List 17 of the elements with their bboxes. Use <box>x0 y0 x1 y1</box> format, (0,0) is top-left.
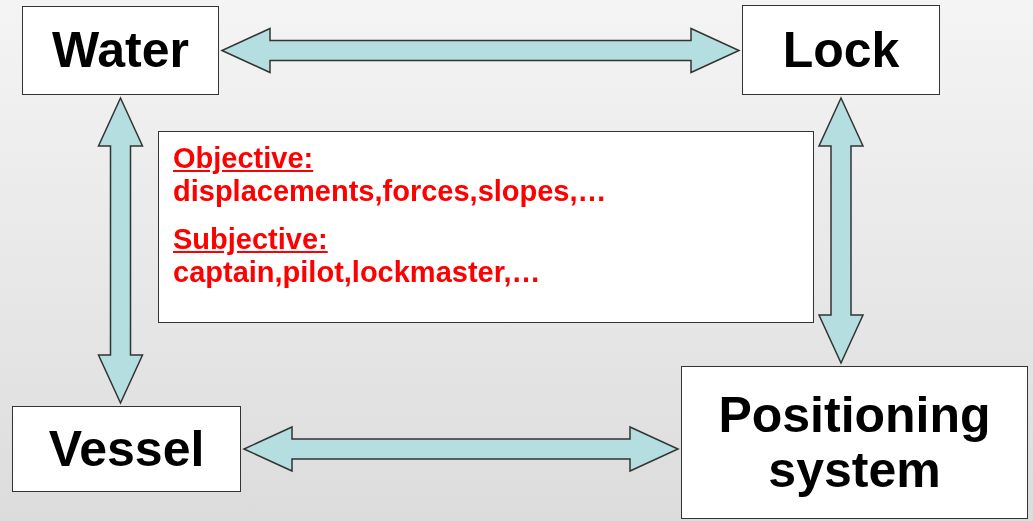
heading: Objective: <box>173 142 314 176</box>
process-box <box>681 366 1028 519</box>
heading: Subjective: <box>173 222 328 257</box>
node-label: Vessel <box>48 421 205 477</box>
description: displacements,forces,slopes,… <box>173 175 607 209</box>
node-label: Positioning system <box>717 387 992 498</box>
process-box <box>12 406 241 492</box>
double-arrow <box>220 27 741 74</box>
process-box <box>742 5 940 95</box>
node-label: Water <box>51 23 190 78</box>
double-arrow <box>817 96 865 365</box>
double-arrow <box>97 96 144 405</box>
process-box <box>22 6 219 95</box>
node-label: Lock <box>782 22 900 78</box>
text-box <box>158 131 814 323</box>
double-arrow <box>242 425 680 473</box>
description: captain,pilot,lockmaster,… <box>173 256 541 290</box>
